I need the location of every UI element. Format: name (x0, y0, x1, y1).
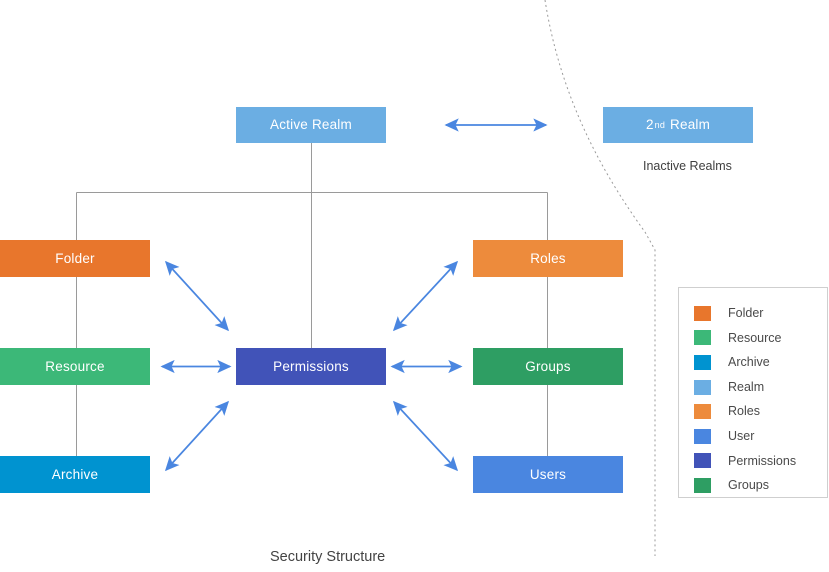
legend-item[interactable]: Roles (679, 399, 827, 424)
legend-color-swatch (694, 379, 711, 395)
legend-item-label: User (728, 429, 755, 444)
legend-color-swatch (694, 354, 711, 370)
legend-item[interactable]: Realm (679, 375, 827, 400)
legend-color-swatch (694, 428, 711, 444)
node-users[interactable]: Users (473, 456, 623, 493)
legend-color-swatch (694, 330, 711, 346)
diagram-caption: Security Structure (270, 549, 386, 565)
node-active-realm[interactable]: Active Realm (236, 107, 386, 143)
legend-item-label: Roles (728, 404, 760, 419)
legend-item-label: Realm (728, 379, 765, 394)
legend-color-swatch (694, 453, 711, 469)
second-realm-ordinal-suffix: nd (654, 119, 666, 130)
second-realm-prefix: 2 (645, 117, 654, 133)
legend-item-label: Archive (728, 355, 770, 370)
node-roles[interactable]: Roles (473, 240, 623, 277)
node-groups[interactable]: Groups (473, 348, 623, 385)
legend-item-label: Groups (728, 478, 769, 493)
second-realm-suffix: Realm (670, 117, 711, 133)
inactive-realms-label: Inactive Realms (643, 159, 732, 173)
legend-item[interactable]: Groups (679, 473, 827, 498)
legend-item[interactable]: Folder (679, 301, 827, 326)
legend-item[interactable]: User (679, 424, 827, 449)
node-resource[interactable]: Resource (0, 348, 150, 385)
legend-item-label: Resource (728, 330, 782, 345)
legend-item-label: Folder (728, 306, 764, 321)
legend-item[interactable]: Permissions (679, 449, 827, 474)
node-archive[interactable]: Archive (0, 456, 150, 493)
legend-color-swatch (694, 477, 711, 493)
legend-item[interactable]: Archive (679, 350, 827, 375)
node-permissions[interactable]: Permissions (236, 348, 386, 385)
node-folder[interactable]: Folder (0, 240, 150, 277)
legend-item-label: Permissions (728, 453, 797, 468)
legend-item[interactable]: Resource (679, 326, 827, 351)
legend-color-swatch (694, 305, 711, 321)
hierarchy-lines (76, 143, 548, 456)
legend-color-swatch (694, 404, 711, 420)
